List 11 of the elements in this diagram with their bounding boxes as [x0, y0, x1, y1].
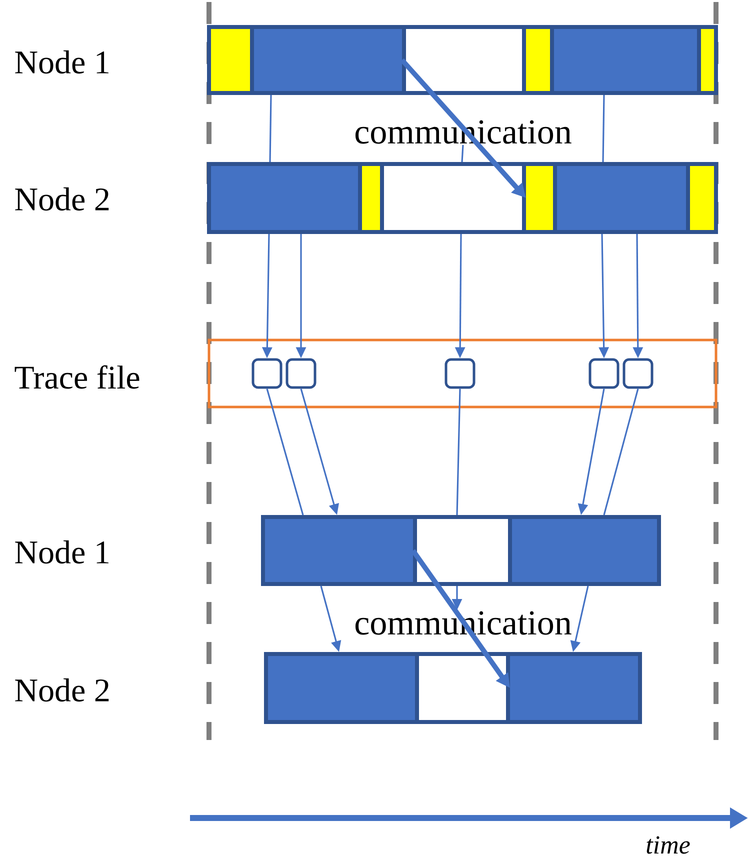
- event-marker: [622, 358, 654, 389]
- axis-label: time: [646, 836, 690, 854]
- row-label: Node 2: [15, 678, 109, 702]
- event-marker: [444, 358, 476, 389]
- row-label: Node 1: [15, 540, 108, 564]
- row-label: Node 2: [15, 187, 109, 211]
- event-marker: [286, 358, 316, 389]
- event-marker: [252, 358, 282, 389]
- row-label: Trace file: [14, 365, 140, 389]
- row-label: Node 1: [15, 50, 108, 74]
- event-marker: [588, 358, 620, 389]
